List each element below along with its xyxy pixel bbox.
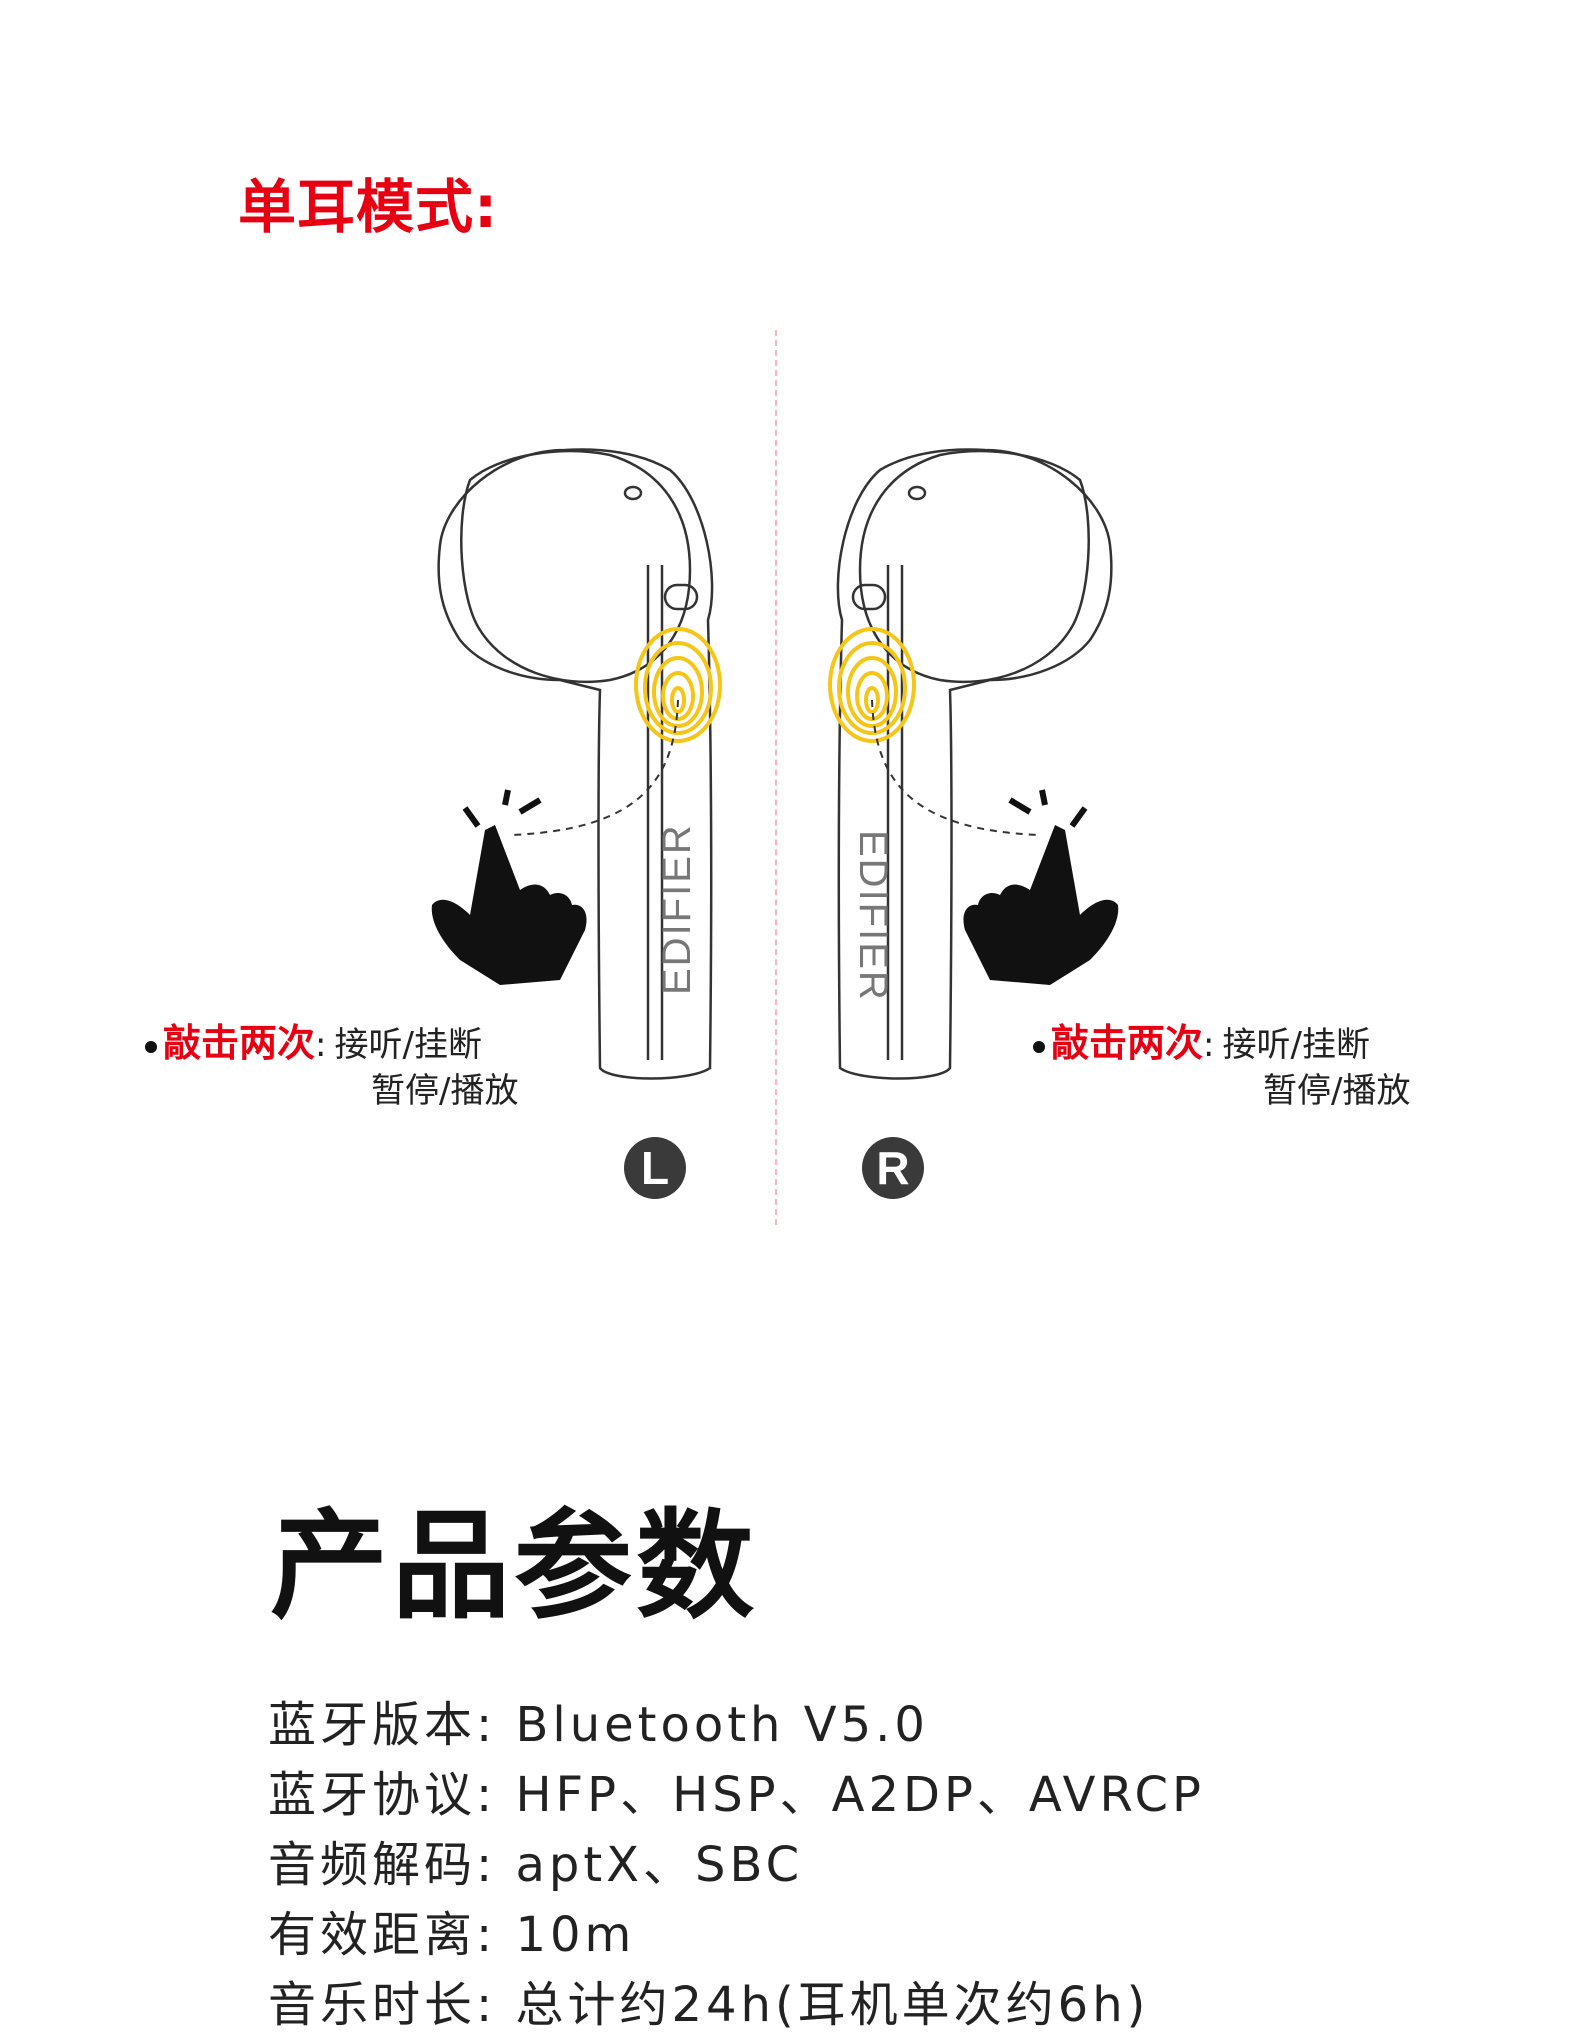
- spec-value: aptX、SBC: [515, 1837, 804, 1893]
- specs-list: 蓝牙版本: Bluetooth V5.0 蓝牙协议: HFP、HSP、A2DP、…: [268, 1690, 1205, 2040]
- svg-text:EDIFIER: EDIFIER: [655, 823, 699, 995]
- specs-title: 产品参数: [270, 1497, 759, 1635]
- spec-key: 有效距离:: [268, 1907, 497, 1963]
- right-tap-path: [871, 699, 1041, 836]
- spec-row: 有效距离: 10m: [268, 1900, 1205, 1970]
- fingerprint-icon: [634, 627, 722, 743]
- spec-row: 音频解码: aptX、SBC: [268, 1830, 1205, 1900]
- svg-text:EDIFIER: EDIFIER: [851, 830, 895, 1002]
- earbuds-illustration: EDIFIER EDIFIER: [431, 448, 1119, 1080]
- right-badge: R: [862, 1137, 924, 1199]
- spec-key: 蓝牙协议:: [268, 1767, 497, 1823]
- spec-row: 音乐时长: 总计约24h(耳机单次约6h): [268, 1970, 1205, 2040]
- spec-key: 蓝牙版本:: [268, 1697, 497, 1753]
- right-colon: :: [1203, 1025, 1215, 1065]
- left-line1: 接听/挂断: [334, 1025, 482, 1065]
- spec-value: 总计约24h(耳机单次约6h): [515, 1977, 1150, 2033]
- right-line1: 接听/挂断: [1222, 1025, 1370, 1065]
- left-instruction: 敲击两次:接听/挂断 暂停/播放: [145, 1020, 518, 1114]
- spec-value: HFP、HSP、A2DP、AVRCP: [515, 1767, 1205, 1823]
- bullet-dot: [145, 1040, 157, 1053]
- spec-row: 蓝牙协议: HFP、HSP、A2DP、AVRCP: [268, 1760, 1205, 1830]
- spec-value: Bluetooth V5.0: [515, 1697, 929, 1753]
- left-colon: :: [315, 1025, 327, 1065]
- bullet-dot: [1033, 1040, 1045, 1053]
- center-divider: [775, 330, 777, 1225]
- mode-title: 单耳模式:: [238, 173, 499, 241]
- tap-hand-icon: [431, 789, 587, 985]
- tap-hand-icon: [963, 789, 1119, 985]
- spec-key: 音频解码:: [268, 1837, 497, 1893]
- left-badge: L: [624, 1137, 686, 1199]
- left-tap-path: [509, 699, 679, 836]
- right-line2: 暂停/播放: [1263, 1071, 1411, 1111]
- spec-value: 10m: [515, 1907, 636, 1963]
- earbud-left-logo: EDIFIER: [655, 823, 699, 995]
- spec-key: 音乐时长:: [268, 1977, 497, 2033]
- fingerprint-icon: [828, 627, 916, 743]
- left-line2: 暂停/播放: [371, 1071, 519, 1111]
- right-action: 敲击两次: [1051, 1021, 1204, 1065]
- right-instruction: 敲击两次:接听/挂断 暂停/播放: [1033, 1020, 1410, 1114]
- spec-row: 蓝牙版本: Bluetooth V5.0: [268, 1690, 1205, 1760]
- left-action: 敲击两次: [163, 1021, 316, 1065]
- earbud-right-logo: EDIFIER: [851, 830, 895, 1002]
